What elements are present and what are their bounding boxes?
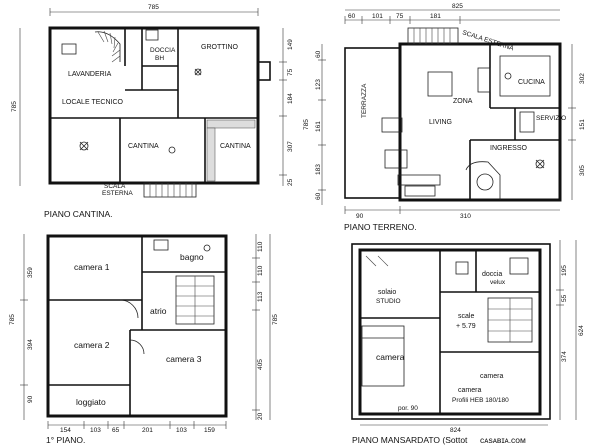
primo-dim-right-5: 20 (257, 412, 264, 420)
mansardato-dim-right-total: 624 (578, 325, 585, 336)
primo-dim-left-1: 359 (27, 267, 34, 278)
cantina-scala-esterna-2: ESTERNA (102, 190, 133, 197)
cantina-room-lavanderia: LAVANDERIA (68, 71, 112, 78)
primo-dim-bottom-1: 154 (60, 427, 71, 434)
cantina-room-cantina-1: CANTINA (128, 143, 159, 150)
terreno-dim-top-1: 60 (348, 13, 356, 20)
terreno-room-scala-esterna: SCALA ESTERNA (461, 29, 515, 52)
terreno-dim-right-3: 305 (579, 165, 586, 176)
terreno-dim-bottom-2: 310 (460, 213, 471, 220)
primo-dim-bottom-3: 65 (112, 427, 120, 434)
primo-room-camera-3: camera 3 (166, 354, 202, 364)
primo-dim-bottom-6: 159 (204, 427, 215, 434)
mansardato-dim-right-3: 374 (561, 351, 568, 362)
mansardato-por: por. 90 (398, 405, 418, 412)
mansardato-room-studio: STUDIO (376, 298, 401, 305)
cantina-dim-right-4: 307 (287, 141, 294, 152)
terreno-dim-left-2: 123 (315, 79, 322, 90)
terreno-dim-top-3: 75 (396, 13, 404, 20)
terreno-dim-left-3: 161 (315, 121, 322, 132)
primo-dim-right-4: 405 (257, 359, 264, 370)
cantina-room-bh: BH (155, 55, 164, 62)
mansardato-dim-right-2: 55 (561, 294, 568, 302)
mansardato-plan-title: PIANO MANSARDATO (Sottot (352, 435, 468, 445)
terreno-dim-top-2: 101 (372, 13, 383, 20)
cantina-dim-left: 785 (11, 101, 18, 112)
mansardato-room-scale-height: + 5.79 (456, 323, 476, 330)
plan-cantina: 785 785 149 75 184 307 25 (11, 4, 294, 219)
mansardato-profili: Profili HEB 180/180 (452, 397, 509, 404)
primo-dim-bottom-5: 103 (176, 427, 187, 434)
watermark: ᴄᴀsᴀʙɪᴀ.ᴄᴏᴍ (480, 435, 526, 445)
terreno-dim-right-1: 302 (579, 73, 586, 84)
terreno-room-cucina: CUCINA (518, 79, 545, 86)
mansardato-room-solaio: solaio (378, 289, 396, 296)
plan-mansardato: 195 55 374 624 824 solaio STU (351, 240, 585, 445)
mansardato-room-camera: camera (376, 352, 405, 362)
cantina-dim-top: 785 (148, 4, 159, 11)
primo-dim-right-1: 110 (257, 241, 264, 252)
primo-room-camera-2: camera 2 (74, 340, 110, 350)
terreno-dim-left-1: 60 (315, 50, 322, 58)
mansardato-room-camera-2: camera (480, 373, 503, 380)
terreno-room-ingresso: INGRESSO (490, 145, 528, 152)
primo-dim-right-2: 110 (257, 265, 264, 276)
terreno-room-zona: ZONA (453, 98, 473, 105)
mansardato-dim-right-1: 195 (561, 265, 568, 276)
cantina-dim-right-5: 25 (287, 178, 294, 186)
primo-room-loggiato: loggiato (76, 397, 106, 407)
primo-room-bagno: bagno (180, 252, 204, 262)
terreno-dim-left-5: 60 (315, 192, 322, 200)
primo-dim-left-total: 785 (9, 314, 16, 325)
primo-room-atrio: atrio (150, 306, 167, 316)
cantina-dim-right-3: 184 (287, 93, 294, 104)
cantina-room-locale-tecnico: LOCALE TECNICO (62, 99, 123, 106)
primo-plan-title: 1° PIANO. (46, 435, 85, 445)
terreno-room-living: LIVING (429, 119, 452, 126)
primo-dim-bottom-2: 103 (90, 427, 101, 434)
terreno-dim-top-total: 825 (452, 3, 463, 10)
terreno-room-servizio: SERVIZIO (536, 115, 566, 122)
primo-dim-right-total: 785 (272, 314, 279, 325)
terreno-dim-right-2: 151 (579, 119, 586, 130)
terreno-dim-top-4: 181 (430, 13, 441, 20)
mansardato-room-camera-3: camera (458, 387, 481, 394)
cantina-plan-title: PIANO CANTINA. (44, 209, 112, 219)
cantina-room-doccia: DOCCIA (150, 47, 176, 54)
cantina-room-grottino: GROTTINO (201, 44, 238, 51)
terreno-room-terrazza: TERRAZZA (361, 83, 368, 118)
mansardato-room-doccia: doccia (482, 271, 502, 278)
mansardato-room-scale: scale (458, 313, 474, 320)
plan-primo: 785 359 394 90 110 110 113 405 20 785 15… (9, 234, 279, 445)
plan-terreno: 825 60 101 75 181 785 60 123 161 183 60 … (303, 3, 586, 232)
cantina-room-cantina-2: CANTINA (220, 143, 251, 150)
terreno-plan-title: PIANO TERRENO. (344, 222, 417, 232)
mansardato-room-velux: velux (490, 279, 506, 286)
cantina-scala-esterna-1: SCALA (104, 183, 126, 190)
mansardato-dim-bottom: 824 (450, 427, 461, 434)
primo-room-camera-1: camera 1 (74, 262, 110, 272)
primo-dim-left-2: 394 (27, 339, 34, 350)
cantina-dim-right-1: 149 (287, 39, 294, 50)
primo-dim-bottom-4: 201 (142, 427, 153, 434)
cantina-dim-right-2: 75 (287, 68, 294, 76)
primo-dim-right-3: 113 (257, 291, 264, 302)
primo-dim-left-3: 90 (27, 395, 34, 403)
terreno-dim-left-total: 785 (303, 119, 310, 130)
terreno-dim-bottom-1: 90 (356, 213, 364, 220)
terreno-dim-left-4: 183 (315, 164, 322, 175)
